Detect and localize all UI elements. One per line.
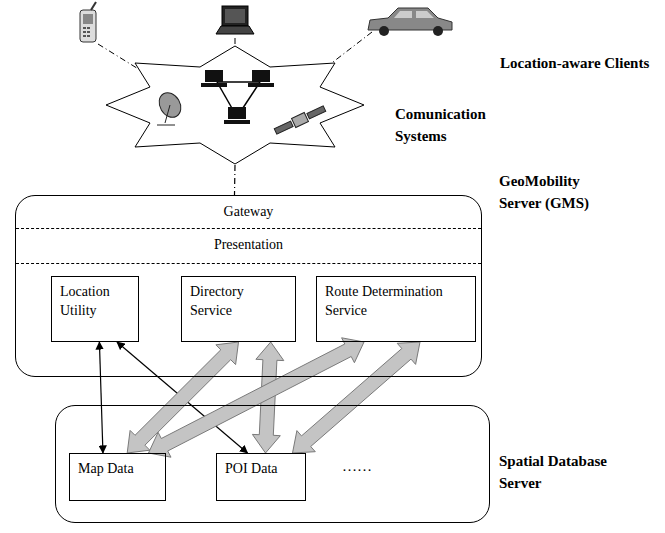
ellipsis-label: …… — [342, 455, 382, 477]
service-box: Route Determination Service — [316, 276, 476, 342]
car-icon — [368, 8, 452, 36]
layer-band: Presentation — [16, 229, 481, 264]
block-arrow — [293, 342, 421, 453]
service-box: Map Data — [69, 453, 166, 501]
server-box: GeoMobility Server (GMS)GatewayPresentat… — [15, 195, 482, 377]
service-box: Location Utility — [51, 276, 139, 342]
client-link — [98, 44, 140, 70]
node-label: Presentation — [16, 235, 481, 255]
laptop-icon — [216, 6, 254, 34]
node-label: Directory Service — [190, 282, 287, 320]
service-box: Directory Service — [181, 276, 296, 342]
node-heading: GeoMobility Server (GMS) — [499, 170, 611, 214]
access-arrow — [99, 342, 103, 453]
client-link — [333, 32, 372, 62]
network-link — [234, 165, 236, 195]
phone-icon — [80, 2, 96, 42]
block-arrow — [149, 338, 365, 457]
node-label: Map Data — [78, 459, 157, 478]
node-label: Route Determination Service — [325, 282, 467, 320]
service-box: POI Data — [216, 453, 306, 501]
network-outline — [105, 45, 365, 165]
node-heading: Comunication Systems — [395, 103, 525, 147]
network-cloud: Comunication Systems — [105, 45, 365, 165]
layer-band: Gateway — [16, 196, 481, 229]
node-label: Gateway — [16, 202, 481, 222]
node-label: POI Data — [225, 459, 297, 478]
node-heading: Spatial Database Server — [499, 450, 629, 494]
tier-label: Location-aware Clients — [500, 52, 650, 74]
server-box: Spatial Database ServerMap DataPOI Data — [55, 405, 490, 523]
node-label: Location Utility — [60, 282, 130, 320]
